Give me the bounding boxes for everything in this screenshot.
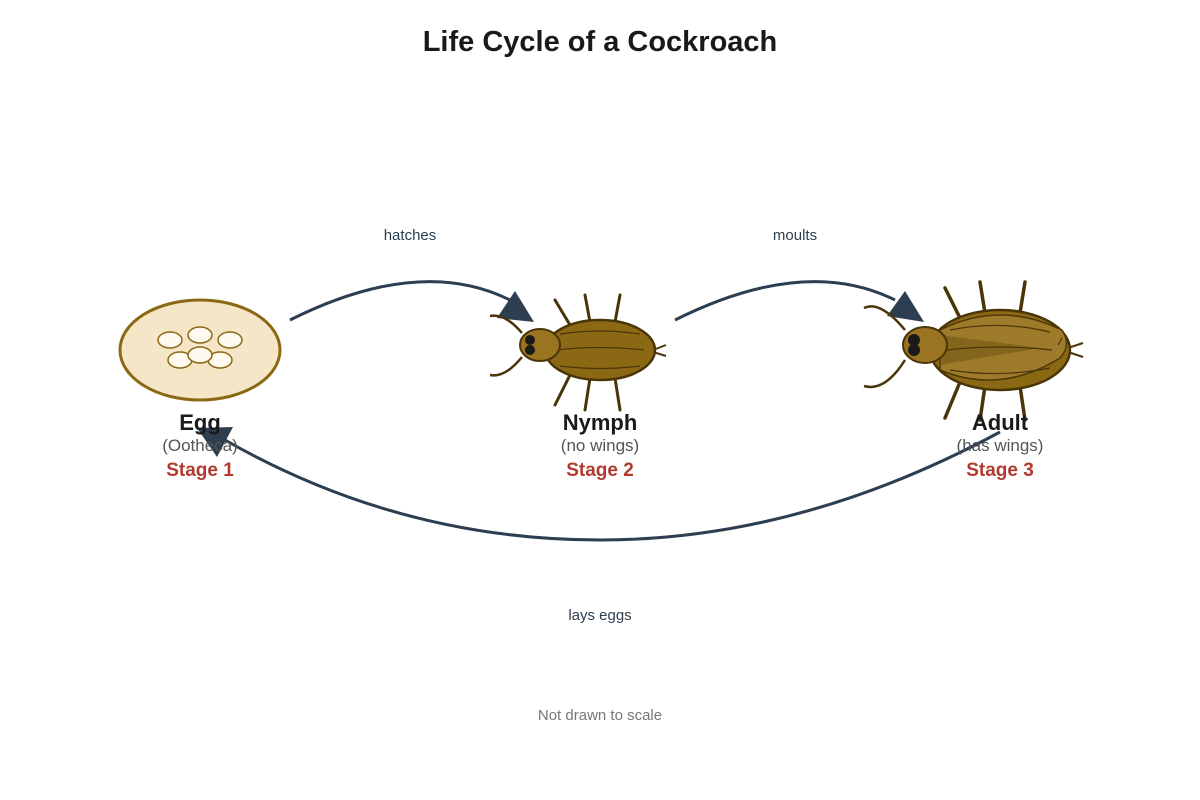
stage-egg-labels: Egg (Ootheca) Stage 1 (162, 410, 238, 481)
egg-illustration (118, 298, 282, 402)
stage-detail-nymph: (no wings) (561, 436, 639, 455)
arrowhead-nymph-to-adult (887, 291, 924, 322)
arrow-nymph-to-adult (674, 280, 924, 322)
stage-name-egg: Egg (179, 410, 221, 435)
stage-name-nymph: Nymph (563, 410, 638, 435)
stage-number-adult: Stage 3 (966, 460, 1034, 481)
stage-nymph-labels: Nymph (no wings) Stage 2 (561, 410, 639, 481)
scale-note: Not drawn to scale (538, 707, 662, 724)
arrow-egg-to-nymph (289, 280, 534, 322)
stage-adult-labels: Adult (has wings) Stage 3 (957, 410, 1044, 481)
diagram-title: Life Cycle of a Cockroach (423, 26, 778, 58)
adult-illustration (863, 280, 1084, 422)
stage-detail-adult: (has wings) (957, 436, 1044, 455)
arrow-adult-to-egg (197, 427, 1001, 542)
arrowhead-egg-to-nymph (497, 291, 534, 322)
stage-number-egg: Stage 1 (166, 460, 234, 481)
arrowhead-adult-to-egg (197, 427, 233, 457)
stage-detail-egg: (Ootheca) (162, 436, 238, 455)
label-lays-eggs: lays eggs (568, 607, 631, 624)
label-moults: moults (773, 227, 817, 244)
label-hatches: hatches (384, 227, 437, 244)
stage-name-adult: Adult (972, 410, 1029, 435)
nymph-illustration (489, 293, 667, 412)
stage-number-nymph: Stage 2 (566, 460, 634, 481)
